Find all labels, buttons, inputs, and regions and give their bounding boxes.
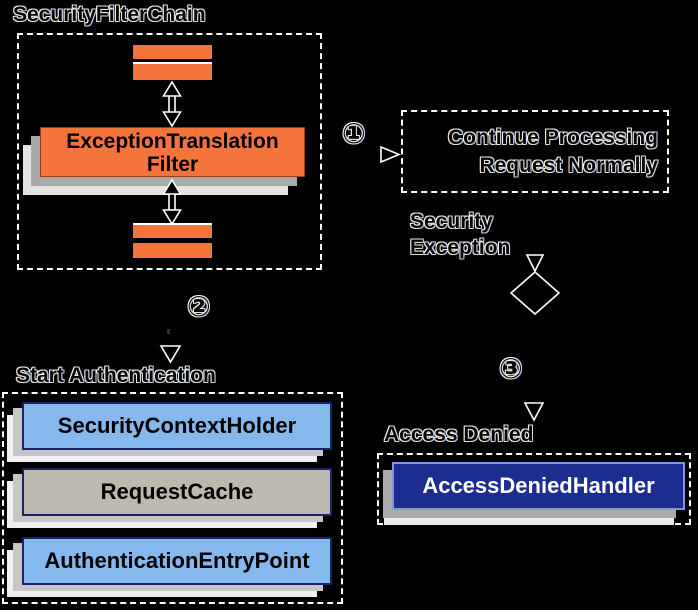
step-1-badge: ①: [342, 117, 366, 150]
continue-processing-label: Continue Processing Request Normally: [403, 124, 658, 180]
security-exception-line2: Exception: [410, 236, 511, 259]
filter-bar-1: [133, 45, 212, 59]
exception-translation-filter-node: ExceptionTranslation Filter: [40, 127, 305, 177]
continue-processing-line2: Request Normally: [479, 154, 658, 177]
request-cache-node: RequestCache: [22, 468, 332, 516]
filter-bar-3: [133, 223, 212, 238]
authentication-entry-point-node: AuthenticationEntryPoint: [22, 537, 332, 585]
start-authentication-label: Start Authentication: [16, 364, 216, 387]
security-filter-chain-box: [17, 33, 322, 270]
filter-label-line1: ExceptionTranslation: [66, 130, 279, 153]
faint-dash: [167, 329, 170, 334]
security-context-holder-node: SecurityContextHolder: [22, 402, 332, 450]
arrow-down-diamond-icon: [525, 254, 545, 273]
security-filter-chain-title: SecurityFilterChain: [13, 3, 206, 26]
step-2-badge: ②: [187, 290, 211, 323]
continue-processing-box: Continue Processing Request Normally: [401, 110, 669, 193]
access-denied-handler-node: AccessDeniedHandler: [392, 462, 685, 510]
step-3-badge: ③: [499, 352, 523, 385]
filter-bar-2: [133, 62, 212, 80]
start-authentication-box: [2, 392, 343, 604]
filter-bar-4: [133, 243, 212, 258]
security-exception-line1: Security: [410, 210, 493, 233]
continue-processing-line1: Continue Processing: [447, 126, 658, 149]
access-denied-label: Access Denied: [384, 423, 534, 446]
arrow-right-icon: [380, 145, 402, 164]
arrow-down-step3-icon: [523, 402, 545, 422]
decision-diamond: [509, 270, 561, 316]
arrow-down-step2-icon: [159, 345, 182, 364]
filter-label-line2: Filter: [146, 153, 199, 176]
security-exception-label: Security Exception: [410, 209, 510, 261]
